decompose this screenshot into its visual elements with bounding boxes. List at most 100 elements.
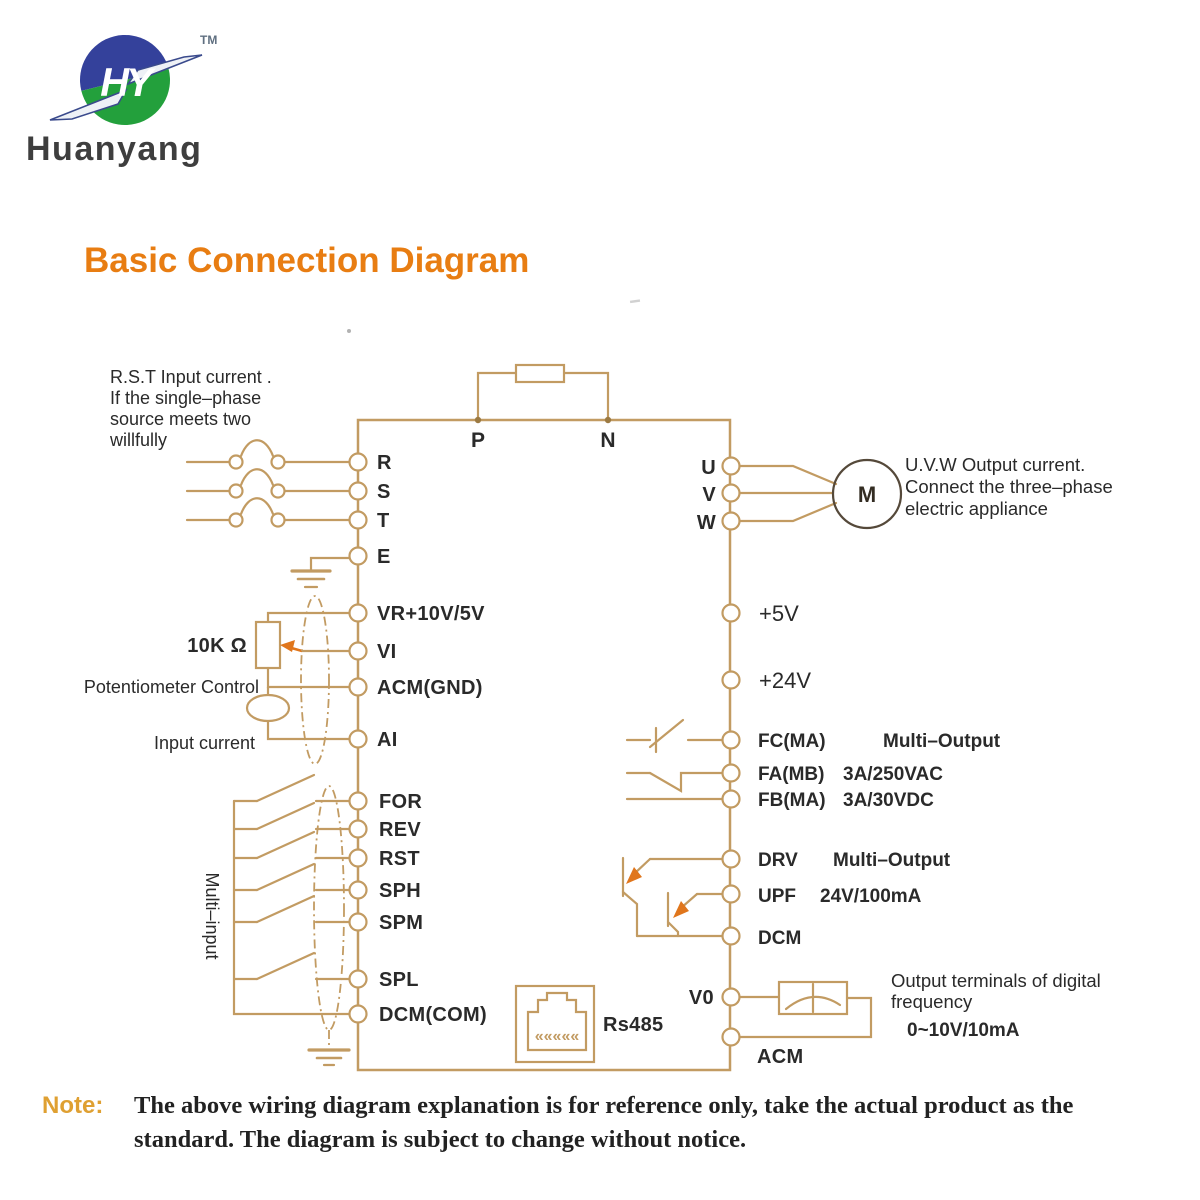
terminal-label-acm-gnd: ACM(GND) (377, 677, 483, 699)
terminal-spl (348, 969, 368, 989)
shield-cable-outline (313, 785, 345, 1031)
input-breakers (185, 439, 352, 528)
terminal-label-vr: VR+10V/5V (377, 603, 485, 625)
terminal-acm-gnd (348, 677, 368, 697)
terminal-label-5v: +5V (759, 601, 799, 626)
pot-wiper-arrow-icon (280, 640, 295, 652)
terminal-w (721, 511, 741, 531)
terminal-fc (721, 730, 741, 750)
output-note-line: electric appliance (905, 498, 1048, 519)
input-note-line: If the single–phase (110, 388, 261, 408)
terminal-rev (348, 819, 368, 839)
terminal-fa (721, 763, 741, 783)
brake-resistor-circuit: P N (471, 363, 616, 452)
terminal-24v (721, 670, 741, 690)
terminal-label-acm: ACM (757, 1046, 803, 1068)
terminal-sph (348, 880, 368, 900)
terminal-label-p: P (471, 429, 485, 452)
terminal-label-ai: AI (377, 729, 398, 751)
multi-input-switches: Multi–input (202, 773, 352, 1067)
terminal-label-upf: UPF (758, 886, 796, 907)
terminal-label-n: N (600, 429, 615, 452)
note-line: standard. The diagram is subject to chan… (134, 1126, 746, 1153)
breaker-contact (228, 454, 244, 470)
terminal-vi (348, 641, 368, 661)
freq-rating: 0~10V/10mA (907, 1020, 1020, 1041)
freq-note-line: Output terminals of digital (891, 970, 1101, 991)
huanyang-logo-icon: HY TM Huanyang (26, 33, 217, 168)
terminal-label-rst: RST (379, 848, 420, 870)
analog-output-circuit: V0 ACM Output terminals of digital frequ… (689, 970, 1101, 1068)
relay-rating-fa: 3A/250VAC (843, 764, 943, 785)
transistor-arrow-icon (626, 867, 642, 884)
terminal-vr (348, 603, 368, 623)
print-artifacts (347, 299, 641, 333)
terminal-upf (721, 884, 741, 904)
rs485-pins-icon: ««««« (535, 1028, 580, 1045)
terminal-label-w: W (697, 512, 716, 534)
terminal-label-for: FOR (379, 791, 422, 813)
terminal-r (348, 452, 368, 472)
terminal-label-dcm-com: DCM(COM) (379, 1004, 487, 1026)
terminal-dcm-com (348, 1004, 368, 1024)
terminal-label-fb: FB(MA) (758, 790, 826, 811)
terminal-e (348, 546, 368, 566)
motor-icon (831, 458, 903, 530)
multi-input-label: Multi–input (202, 872, 222, 959)
logo-green-half (81, 69, 170, 125)
brake-resistor (514, 363, 566, 384)
input-note-line: willfully (109, 430, 167, 450)
pot-value-label: 10K Ω (187, 635, 247, 657)
footer-note: Note: The above wiring diagram explanati… (42, 1092, 1073, 1153)
transistor-arrow-icon (673, 901, 689, 918)
breaker-contact (228, 512, 244, 528)
terminal-label-spm: SPM (379, 912, 423, 934)
left-terminals: R S T E VR+10V/5V VI ACM(GND) AI FOR REV… (348, 452, 487, 1026)
terminal-label-dcm: DCM (758, 928, 801, 949)
terminal-label-t: T (377, 510, 390, 532)
oc-rating-upf: 24V/100mA (820, 886, 922, 907)
pot-control-label: Potentiometer Control (84, 677, 259, 697)
terminal-label-rev: REV (379, 819, 421, 841)
logo-blue-half (80, 35, 169, 91)
terminal-label-sph: SPH (379, 880, 421, 902)
breaker-contact (270, 483, 286, 499)
terminal-label-fc: FC(MA) (758, 731, 826, 752)
terminal-label-spl: SPL (379, 969, 419, 991)
logo-left-swoosh (49, 88, 128, 121)
terminal-5v (721, 603, 741, 623)
terminal-s (348, 481, 368, 501)
terminal-t (348, 510, 368, 530)
relay-rating-fb: 3A/30VDC (843, 790, 934, 811)
terminal-v0 (721, 987, 741, 1007)
current-source (245, 693, 291, 723)
output-note-line: U.V.W Output current. (905, 454, 1085, 475)
oc-rating-drv: Multi–Output (833, 850, 951, 871)
motor-label: M (858, 482, 876, 507)
terminal-label-v0: V0 (689, 987, 714, 1009)
potentiometer-circuit: 10K Ω Potentiometer Control Input curren… (84, 595, 352, 765)
relay-rating-fc: Multi–Output (883, 731, 1001, 752)
terminal-acm (721, 1027, 741, 1047)
terminal-label-fa: FA(MB) (758, 764, 824, 785)
input-current-label: Input current (154, 733, 255, 753)
logo-right-swoosh (125, 54, 203, 86)
terminal-label-e: E (377, 546, 391, 568)
terminal-spm (348, 912, 368, 932)
input-note-line: R.S.T Input current . (110, 367, 272, 387)
terminal-label-u: U (701, 457, 716, 479)
relay-output-circuit: FC(MA) Multi–Output FA(MB) 3A/250VAC FB(… (625, 718, 1001, 811)
terminal-label-drv: DRV (758, 850, 798, 871)
output-power-circuit: U V W M U.V.W Output current. Connect th… (697, 454, 1113, 534)
output-note-line: Connect the three–phase (905, 476, 1113, 497)
logo-monogram: HY (100, 61, 156, 105)
terminal-rst (348, 848, 368, 868)
breaker-contact (270, 512, 286, 528)
terminal-for (348, 791, 368, 811)
terminal-dcm (721, 926, 741, 946)
terminal-drv (721, 849, 741, 869)
rs485-label: Rs485 (603, 1014, 663, 1036)
terminal-label-vi: VI (377, 641, 397, 663)
